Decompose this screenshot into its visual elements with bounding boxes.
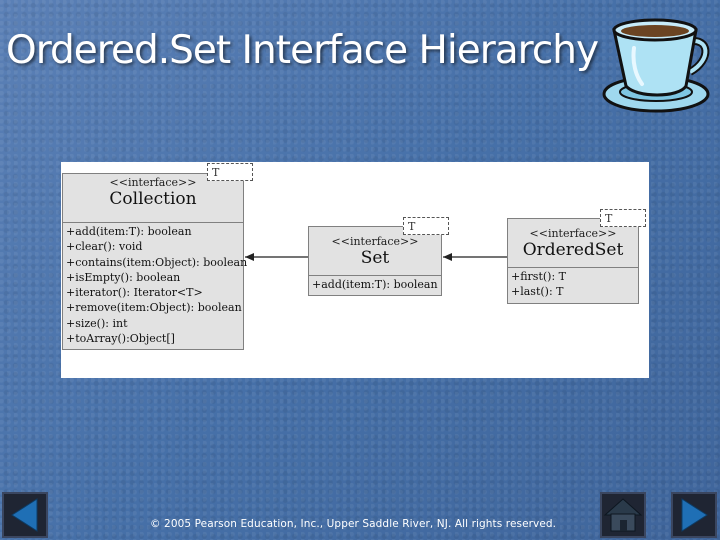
next-arrow-icon <box>673 494 715 536</box>
orderedset-operations: +first(): T +last(): T <box>508 268 638 301</box>
coffee-cup-icon <box>594 8 716 130</box>
collection-operation: +add(item:T): boolean <box>66 224 240 239</box>
slide-title: Ordered.Set Interface Hierarchy <box>6 28 598 73</box>
orderedset-operation: +last(): T <box>511 284 635 299</box>
orderedset-operation: +first(): T <box>511 269 635 284</box>
collection-type-parameter: T <box>207 163 253 181</box>
collection-operation: +iterator(): Iterator<T> <box>66 285 240 300</box>
collection-interface-box: <<interface>> Collection +add(item:T): b… <box>62 173 244 350</box>
uml-diagram-panel: <<interface>> Collection +add(item:T): b… <box>61 162 649 378</box>
set-type-parameter: T <box>403 217 449 235</box>
orderedset-interface-box: <<interface>> OrderedSet +first(): T +la… <box>507 218 639 304</box>
home-button[interactable] <box>600 492 646 538</box>
copyright-footer: © 2005 Pearson Education, Inc., Upper Sa… <box>150 518 550 530</box>
collection-operation: +clear(): void <box>66 239 240 254</box>
collection-operation: +toArray():Object[] <box>66 331 240 346</box>
collection-operation: +contains(item:Object): boolean <box>66 255 240 270</box>
previous-slide-button[interactable] <box>2 492 48 538</box>
collection-class-name: Collection <box>63 189 243 209</box>
set-interface-box: <<interface>> Set +add(item:T): boolean <box>308 226 442 296</box>
orderedset-type-parameter: T <box>600 209 646 227</box>
collection-operations: +add(item:T): boolean +clear(): void +co… <box>63 223 243 347</box>
orderedset-extends-set-arrowhead <box>443 253 452 261</box>
collection-operation: +size(): int <box>66 316 240 331</box>
set-operations: +add(item:T): boolean <box>309 276 441 293</box>
collection-operation: +isEmpty(): boolean <box>66 270 240 285</box>
orderedset-class-name: OrderedSet <box>508 240 638 260</box>
home-icon <box>602 494 644 536</box>
set-class-name: Set <box>309 248 441 268</box>
next-slide-button[interactable] <box>671 492 717 538</box>
collection-operation: +remove(item:Object): boolean <box>66 300 240 315</box>
set-operation: +add(item:T): boolean <box>312 277 438 292</box>
previous-arrow-icon <box>4 494 46 536</box>
